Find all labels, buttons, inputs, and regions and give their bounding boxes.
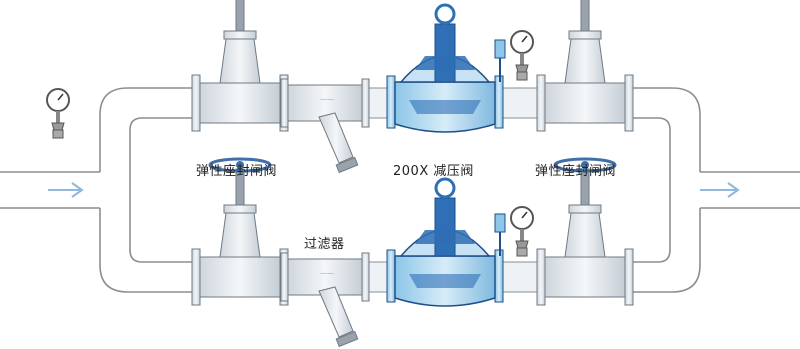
bottom-row [190,157,635,347]
gate-valve-right-bottom [535,157,635,307]
flow-arrow-icon [700,182,740,198]
label-pressure-reducing-valve: 200X 减压阀 [393,164,474,179]
pressure-gauge-icon [46,88,70,139]
label-gate-valve-right: 弹性座封闸阀 [535,164,617,179]
top-row [190,0,635,173]
label-gate-valve-left: 弹性座封闸阀 [196,164,278,179]
strainer-bottom [280,252,370,347]
pressure-gauge-icon [510,30,534,81]
pressure-reducing-valve-bottom [385,177,507,308]
strainer-top [280,78,370,173]
flow-arrow-icon [48,182,84,198]
pressure-reducing-valve-top [385,3,507,134]
label-strainer: 过滤器 [304,237,345,252]
gate-valve-left-top [190,0,290,133]
gate-valve-right-top [535,0,635,133]
pressure-gauge-icon [510,206,534,257]
gate-valve-left-bottom [190,157,290,307]
piping [0,87,800,293]
